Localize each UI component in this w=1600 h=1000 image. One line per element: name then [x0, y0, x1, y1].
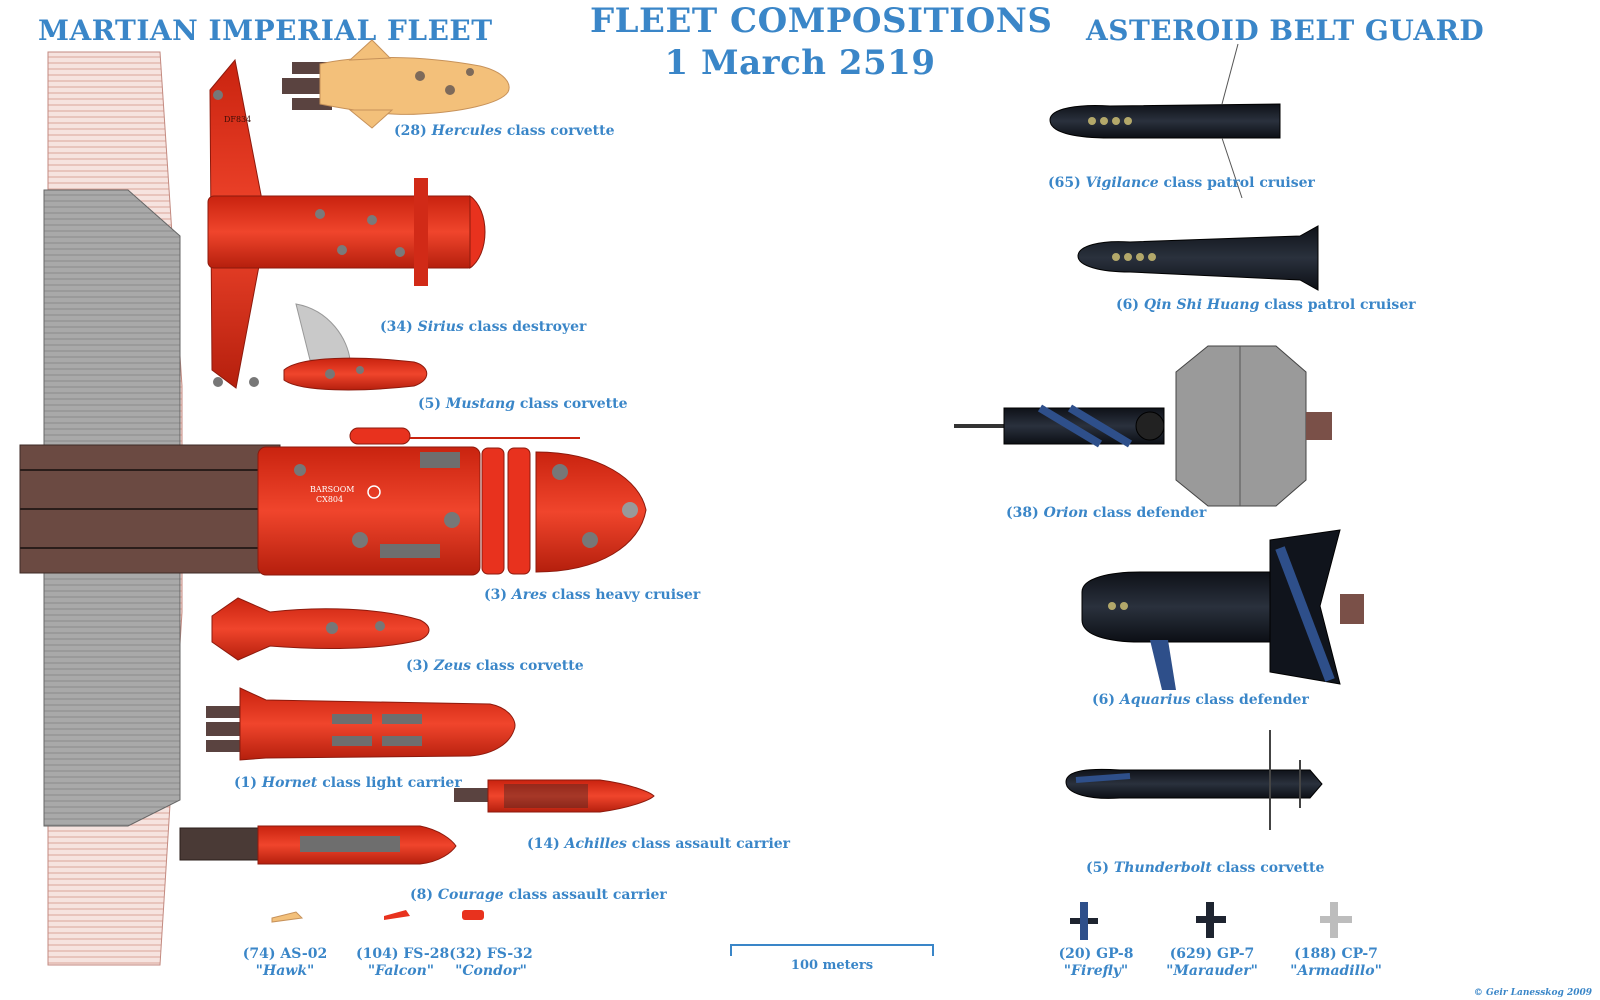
marauder-craft [1196, 902, 1226, 938]
falcon-craft [384, 910, 410, 920]
orbital-station-structure [19, 51, 281, 966]
sirius-hull-code: DF834 [224, 115, 251, 124]
orion-ship [954, 345, 1332, 507]
label-armadillo: (188) CP-7 "Armadillo" [1290, 946, 1382, 979]
vigilance-ship [1049, 43, 1281, 199]
zeus-ship [211, 597, 430, 661]
label-hawk: (74) AS-02 "Hawk" [242, 946, 328, 979]
page-title: FLEET COMPOSITIONS 1 March 2519 [590, 0, 1053, 84]
label-ares: (3) Ares class heavy cruiser [484, 587, 701, 603]
label-thunderbolt: (5) Thunderbolt class corvette [1086, 860, 1325, 876]
artist-credit: © Geir Lanesskog 2009 [1473, 988, 1592, 998]
label-orion: (38) Orion class defender [1006, 505, 1207, 521]
mustang-ship [283, 303, 428, 391]
hornet-ship [206, 687, 516, 761]
label-courage: (8) Courage class assault carrier [410, 887, 667, 903]
label-zeus: (3) Zeus class corvette [406, 658, 584, 674]
label-firefly: (20) GP-8 "Firefly" [1058, 946, 1134, 979]
armadillo-craft [1320, 902, 1352, 938]
scale-label: 100 meters [790, 958, 874, 973]
qin-shi-huang-ship [1077, 225, 1319, 291]
label-hercules: (28) Hercules class corvette [394, 123, 615, 139]
label-hornet: (1) Hornet class light carrier [234, 775, 462, 791]
thunderbolt-ship [1065, 730, 1323, 830]
label-qin-shi-huang: (6) Qin Shi Huang class patrol cruiser [1116, 297, 1416, 313]
aquarius-ship [1081, 529, 1364, 690]
title-line-2: 1 March 2519 [664, 43, 936, 83]
scale-bar [730, 944, 934, 956]
belt-guard-heading: ASTEROID BELT GUARD [1086, 14, 1485, 47]
title-line-1: FLEET COMPOSITIONS [590, 1, 1053, 41]
condor-craft [462, 910, 484, 920]
label-marauder: (629) GP-7 "Marauder" [1166, 946, 1258, 979]
label-falcon: (104) FS-28 "Falcon" [356, 946, 450, 979]
hawk-craft [271, 911, 304, 923]
achilles-ship [454, 779, 655, 813]
courage-ship [179, 825, 457, 865]
ares-hull-code: CX804 [316, 495, 343, 504]
label-aquarius: (6) Aquarius class defender [1092, 692, 1309, 708]
martian-fleet-heading: MARTIAN IMPERIAL FLEET [38, 14, 493, 47]
label-achilles: (14) Achilles class assault carrier [527, 836, 791, 852]
label-vigilance: (65) Vigilance class patrol cruiser [1048, 175, 1315, 191]
firefly-craft [1070, 902, 1098, 940]
ares-hull-name: BARSOOM [310, 485, 354, 494]
ares-ship: BARSOOM CX804 [257, 427, 647, 576]
label-mustang: (5) Mustang class corvette [418, 396, 628, 412]
label-sirius: (34) Sirius class destroyer [380, 319, 587, 335]
hercules-ship [282, 39, 510, 129]
label-condor: (32) FS-32 "Condor" [449, 946, 533, 979]
sirius-ship: DF834 [207, 58, 486, 389]
